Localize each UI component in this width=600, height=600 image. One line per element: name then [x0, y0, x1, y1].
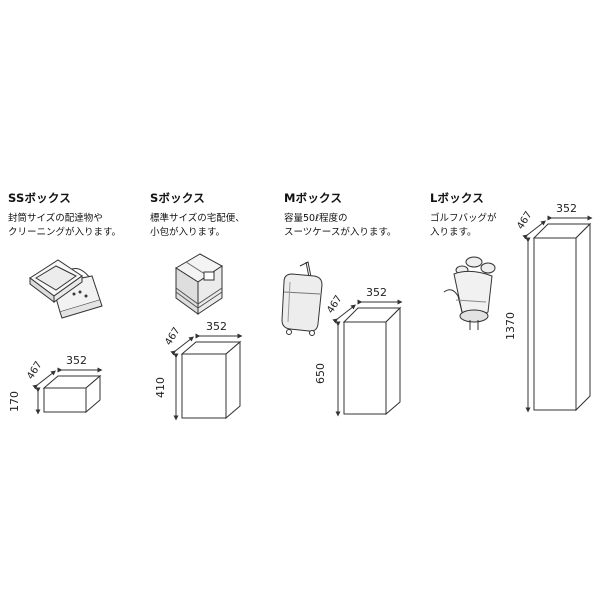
ss-box-description-line: 封筒サイズの配達物や — [8, 213, 103, 224]
ss-box-drawing — [32, 367, 103, 415]
s-width-label: 352 — [206, 320, 227, 333]
l-box-side-face — [575, 222, 591, 412]
s-box-title: Sボックス — [150, 191, 205, 205]
l-box-description: ゴルフバッグが 入ります。 — [430, 212, 497, 240]
l-height-label: 1370 — [504, 312, 517, 340]
m-box-front-face — [343, 321, 387, 415]
l-depth-label: 467 — [515, 210, 534, 232]
m-box-description-line: 容量50ℓ程度の — [284, 213, 348, 224]
s-height-label: 410 — [154, 377, 167, 398]
m-box-side-face — [385, 306, 401, 416]
m-box-drawing — [332, 299, 403, 417]
golf-bag-icon — [443, 256, 496, 330]
s-depth-label: 467 — [163, 326, 182, 348]
l-box-description-line: 入ります。 — [430, 227, 477, 238]
ss-box-description-line: クリーニングが入ります。 — [8, 227, 122, 238]
envelope-bag-icon — [29, 259, 103, 319]
ss-depth-arrow — [32, 370, 56, 390]
ss-box-front-face — [43, 387, 87, 413]
ss-box-description: 封筒サイズの配達物や クリーニングが入ります。 — [8, 212, 121, 240]
m-depth-label: 467 — [325, 294, 344, 316]
m-width-label: 352 — [366, 286, 387, 299]
m-box-description-line: スーツケースが入ります。 — [284, 227, 397, 238]
s-depth-arrow — [170, 336, 194, 356]
s-box-side-face — [225, 340, 241, 420]
l-box-description-line: ゴルフバッグが — [430, 213, 497, 224]
l-box-drawing — [522, 215, 593, 413]
ss-box-title: SSボックス — [8, 191, 71, 205]
m-box-description: 容量50ℓ程度の スーツケースが入ります。 — [284, 212, 396, 240]
suitcase-icon — [281, 261, 323, 336]
parcel-box-icon — [175, 253, 223, 315]
l-width-label: 352 — [556, 202, 577, 215]
s-box-description-line: 標準サイズの宅配便、 — [150, 213, 245, 224]
m-depth-arrow — [332, 304, 356, 324]
s-box-description-line: 小包が入ります。 — [150, 227, 226, 238]
ss-height-label: 170 — [8, 391, 21, 412]
m-height-label: 650 — [314, 363, 327, 384]
s-box-front-face — [181, 353, 227, 419]
ss-width-label: 352 — [66, 354, 87, 367]
l-depth-arrow — [522, 220, 546, 240]
l-box-title: Lボックス — [430, 191, 484, 205]
m-box-title: Mボックス — [284, 191, 343, 205]
s-box-drawing — [170, 333, 243, 421]
ss-depth-label: 467 — [25, 360, 44, 382]
l-box-front-face — [533, 237, 577, 411]
s-box-description: 標準サイズの宅配便、 小包が入ります。 — [150, 212, 245, 240]
